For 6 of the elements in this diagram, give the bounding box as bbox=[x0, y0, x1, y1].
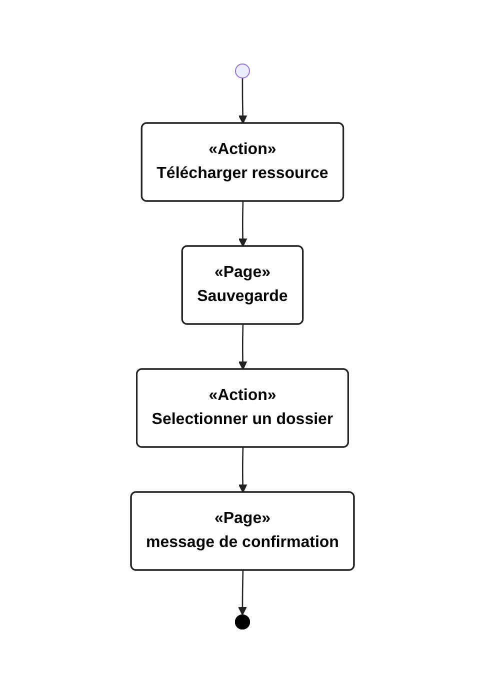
arrow bbox=[238, 78, 247, 124]
arrow bbox=[238, 324, 247, 370]
arrow bbox=[238, 447, 247, 493]
node-circle bbox=[234, 64, 250, 78]
arrow bbox=[238, 201, 247, 247]
arrow bbox=[238, 570, 246, 616]
